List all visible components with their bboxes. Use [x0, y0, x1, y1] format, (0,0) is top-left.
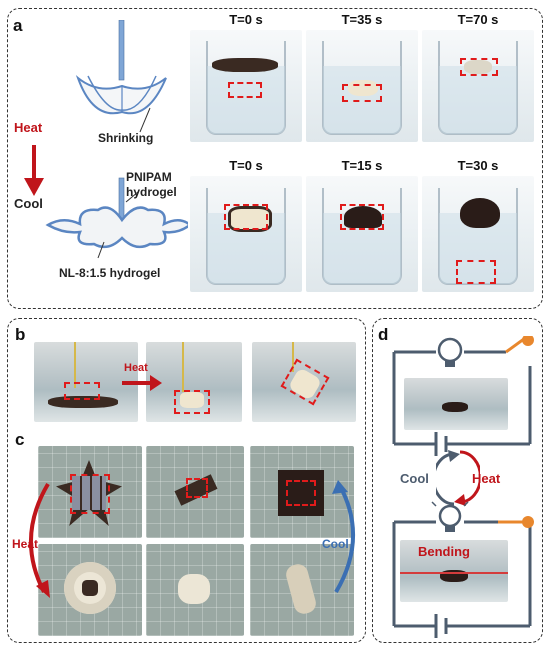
- tank-photo-1: [34, 342, 138, 422]
- circuit-photo-bottom: [400, 540, 508, 602]
- heat-arrow-b: [122, 375, 162, 391]
- circuit-photo-top: [404, 378, 508, 430]
- beaker-photo-4: [190, 176, 302, 292]
- heat-label-b: Heat: [124, 362, 148, 374]
- time-label-5: T=15 s: [341, 158, 383, 173]
- time-label-6: T=30 s: [457, 158, 499, 173]
- panel-d: [372, 318, 543, 643]
- hydrogel-label: hydrogel: [126, 185, 177, 199]
- cool-arrow-c: [332, 480, 356, 594]
- beaker-photo-5: [306, 176, 418, 292]
- tank-photo-3: [252, 342, 356, 422]
- panel-a: [7, 8, 543, 309]
- beaker-photo-3: [422, 30, 534, 142]
- pnipam-label: PNIPAM: [126, 170, 172, 184]
- tank-photo-2: [146, 342, 242, 422]
- bending-label: Bending: [418, 544, 470, 559]
- beaker-photo-2: [306, 30, 418, 142]
- mat-photo-2: [146, 446, 244, 538]
- heat-label-a: Heat: [14, 120, 43, 135]
- heat-arrow-c: [28, 482, 50, 598]
- circuit-top: [392, 336, 534, 456]
- time-label-4: T=0 s: [229, 158, 263, 173]
- circuit-bottom: [392, 501, 534, 638]
- cool-label-d: Cool: [400, 471, 429, 486]
- heat-label-c: Heat: [12, 537, 39, 551]
- heat-label-d: Heat: [472, 471, 501, 486]
- panel-a-label: a: [13, 16, 23, 35]
- panel-b-label: b: [15, 325, 26, 344]
- shrinking-label: Shrinking: [98, 131, 154, 145]
- beaker-photo-6: [422, 176, 534, 292]
- time-label-1: T=0 s: [229, 12, 263, 27]
- panel-c-label: c: [15, 430, 25, 449]
- flower-schematic: [24, 20, 188, 259]
- panel-d-label: d: [378, 325, 389, 344]
- mat-photo-5: [146, 544, 244, 636]
- cool-label-a: Cool: [14, 196, 43, 211]
- cool-label-c: Cool: [322, 537, 349, 551]
- nl-hydrogel-label: NL-8:1.5 hydrogel: [59, 266, 161, 280]
- mat-photo-4: [38, 544, 142, 636]
- time-label-2: T=35 s: [341, 12, 383, 27]
- panel-bc: [7, 318, 366, 643]
- time-label-3: T=70 s: [457, 12, 499, 27]
- mat-photo-1: [38, 446, 142, 538]
- beaker-photo-1: [190, 30, 302, 142]
- cycle-arrows: [436, 450, 480, 506]
